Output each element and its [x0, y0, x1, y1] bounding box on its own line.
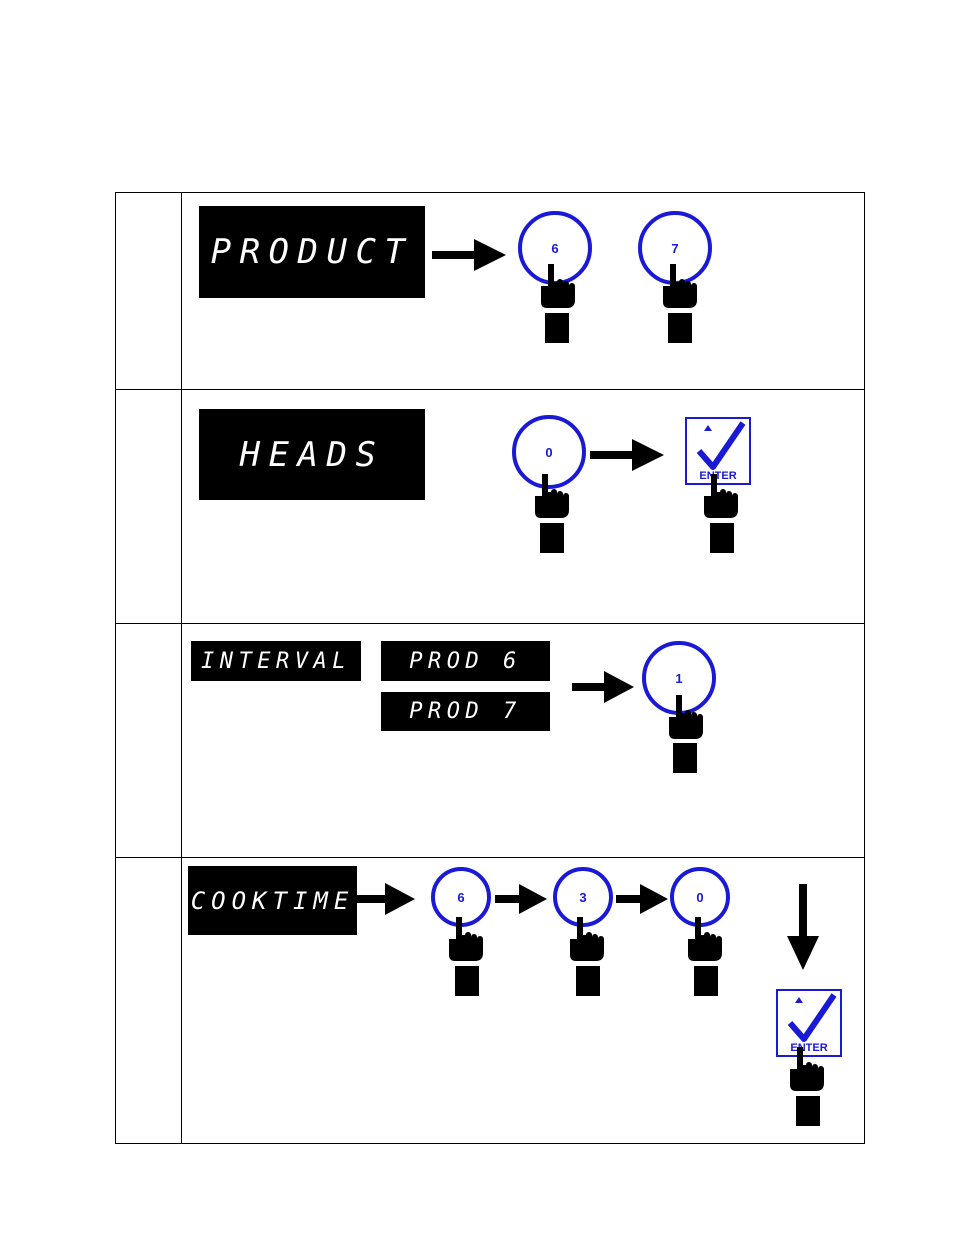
right-arrow-icon: [590, 439, 664, 471]
pointing-hand-icon: [669, 695, 703, 739]
black-square: [545, 313, 569, 343]
right-arrow-icon: [357, 883, 415, 915]
pointing-hand-icon: [790, 1047, 824, 1091]
key-0-button[interactable]: 0: [512, 415, 586, 489]
black-square: [673, 743, 697, 773]
black-square: [668, 313, 692, 343]
pointing-hand-icon: [688, 917, 722, 961]
right-arrow-icon: [432, 239, 506, 271]
black-square: [710, 523, 734, 553]
column-divider: [181, 193, 182, 1143]
checkmark-icon: [696, 421, 746, 470]
black-square: [540, 523, 564, 553]
checkmark-icon: [787, 993, 837, 1042]
cooktime-display: COOKTIME: [188, 866, 357, 935]
pointing-hand-icon: [541, 264, 575, 308]
procedure-table: [115, 192, 865, 1144]
black-square: [576, 966, 600, 996]
pointing-hand-icon: [663, 264, 697, 308]
pointing-hand-icon: [535, 474, 569, 518]
pointing-hand-icon: [704, 474, 738, 518]
right-arrow-icon: [495, 884, 547, 914]
enter-label: ENTER: [699, 470, 737, 482]
right-arrow-icon: [572, 671, 634, 703]
row-divider: [116, 389, 864, 390]
prod-7-display: PROD 7: [381, 692, 550, 731]
down-arrow-icon: [787, 884, 819, 970]
row-divider: [116, 623, 864, 624]
heads-display: HEADS: [199, 409, 425, 500]
interval-display: INTERVAL: [191, 641, 361, 681]
black-square: [455, 966, 479, 996]
right-arrow-icon: [616, 884, 668, 914]
product-display: PRODUCT: [199, 206, 425, 298]
prod-6-display: PROD 6: [381, 641, 550, 681]
black-square: [694, 966, 718, 996]
pointing-hand-icon: [570, 917, 604, 961]
pointing-hand-icon: [449, 917, 483, 961]
row-divider: [116, 857, 864, 858]
enter-button[interactable]: ENTER: [685, 417, 751, 485]
black-square: [796, 1096, 820, 1126]
